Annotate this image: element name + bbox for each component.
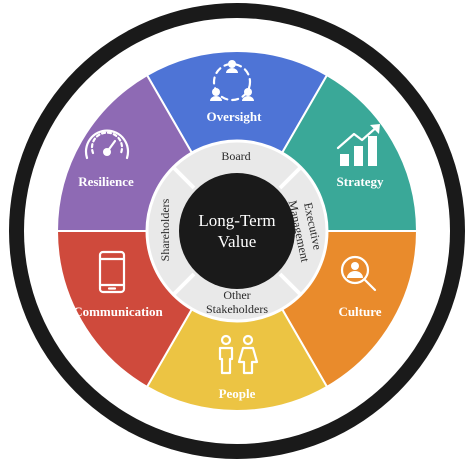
segment-label-communication: Communication	[73, 304, 163, 319]
magnifier-person-icon	[340, 255, 377, 292]
center-disc	[179, 173, 295, 289]
growth-chart-icon	[336, 124, 380, 166]
people-network-icon	[210, 60, 254, 102]
ring-label-other-line1: Other	[223, 288, 250, 302]
ring-label-shareholders: Shareholders	[158, 198, 172, 261]
inner-ring-dividers	[172, 166, 302, 296]
mobile-phone-icon	[98, 250, 126, 294]
segment-label-culture: Culture	[338, 304, 381, 319]
ring-label-board: Board	[221, 149, 250, 163]
center-title-line2: Value	[218, 232, 257, 251]
segment-wedges	[55, 50, 419, 412]
segment-label-people: People	[219, 386, 256, 401]
man-woman-icon	[218, 334, 259, 375]
gauge-icon	[84, 129, 130, 160]
ring-label-other-line2: Stakeholders	[206, 302, 268, 316]
segment-label-resilience: Resilience	[78, 174, 134, 189]
segment-label-oversight: Oversight	[207, 109, 263, 124]
segment-label-strategy: Strategy	[337, 174, 384, 189]
center-title-line1: Long-Term	[198, 211, 275, 230]
